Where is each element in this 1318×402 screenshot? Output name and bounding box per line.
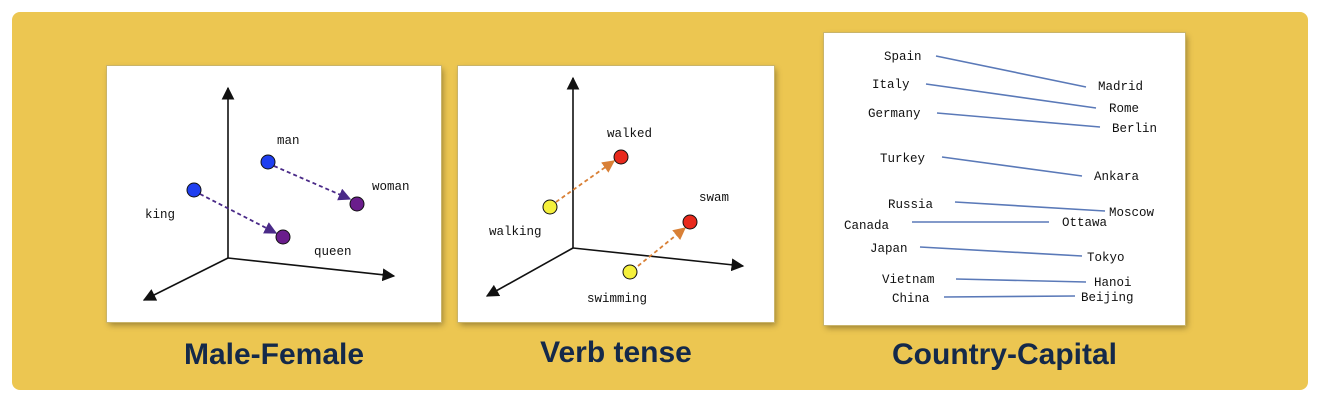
label-swam: swam — [699, 191, 729, 205]
link-china-beijing — [943, 295, 1076, 298]
link-spain-madrid — [935, 55, 1087, 88]
label-tokyo: Tokyo — [1087, 251, 1125, 265]
pair-russia-moscow: Russia Moscow — [888, 198, 1155, 220]
verb-tense-panel: walked walking swam swimming — [458, 66, 774, 322]
label-walked: walked — [607, 127, 652, 141]
man-to-woman-arrow — [273, 165, 352, 201]
x-axis — [572, 247, 745, 272]
point-woman — [349, 196, 365, 212]
x-axis — [227, 257, 396, 282]
label-italy: Italy — [872, 78, 910, 92]
label-ankara: Ankara — [1094, 170, 1140, 184]
y-axis — [142, 257, 229, 301]
label-swimming: swimming — [587, 292, 647, 306]
label-berlin: Berlin — [1112, 122, 1157, 136]
link-russia-moscow — [954, 201, 1106, 212]
label-walking: walking — [489, 225, 542, 239]
label-beijing: Beijing — [1081, 291, 1134, 305]
walking-to-walked-arrow — [555, 160, 616, 203]
pair-spain-madrid: Spain Madrid — [884, 50, 1143, 94]
male-female-diagram: man woman king queen — [142, 86, 410, 301]
label-king: king — [145, 208, 175, 222]
label-turkey: Turkey — [880, 152, 926, 166]
pair-germany-berlin: Germany Berlin — [868, 107, 1157, 136]
point-queen — [275, 229, 291, 245]
label-china: China — [892, 292, 930, 306]
pair-china-beijing: China Beijing — [892, 291, 1134, 306]
label-canada: Canada — [844, 219, 890, 233]
link-italy-rome — [925, 83, 1097, 109]
label-moscow: Moscow — [1109, 206, 1155, 220]
point-walked — [613, 149, 629, 165]
caption-male-female: Male-Female — [183, 338, 365, 371]
label-woman: woman — [372, 180, 410, 194]
pair-canada-ottawa: Canada Ottawa — [844, 216, 1108, 233]
pair-turkey-ankara: Turkey Ankara — [880, 152, 1140, 184]
point-swimming — [622, 264, 638, 280]
link-japan-tokyo — [919, 246, 1083, 257]
pair-vietnam-hanoi: Vietnam Hanoi — [882, 273, 1132, 290]
label-germany: Germany — [868, 107, 921, 121]
caption-country-capital: Country-Capital — [892, 338, 1117, 371]
point-swam — [682, 214, 698, 230]
label-japan: Japan — [870, 242, 908, 256]
y-axis — [485, 247, 574, 297]
label-rome: Rome — [1109, 102, 1139, 116]
label-vietnam: Vietnam — [882, 273, 935, 287]
male-female-panel: man woman king queen — [107, 66, 441, 322]
point-king — [186, 182, 202, 198]
link-germany-berlin — [936, 112, 1101, 128]
swimming-to-swam-arrow — [637, 227, 686, 267]
caption-verb-tense: Verb tense — [540, 336, 692, 369]
pair-japan-tokyo: Japan Tokyo — [870, 242, 1125, 265]
label-man: man — [277, 134, 300, 148]
point-man — [260, 154, 276, 170]
point-walking — [542, 199, 558, 215]
country-capital-panel: Spain Madrid Italy Rome Germany Berlin T… — [824, 33, 1185, 325]
label-ottawa: Ottawa — [1062, 216, 1108, 230]
link-vietnam-hanoi — [955, 278, 1087, 283]
verb-tense-diagram: walked walking swam swimming — [485, 76, 745, 306]
link-turkey-ankara — [941, 156, 1083, 177]
label-spain: Spain — [884, 50, 922, 64]
label-madrid: Madrid — [1098, 80, 1143, 94]
label-queen: queen — [314, 245, 352, 259]
country-capital-diagram: Spain Madrid Italy Rome Germany Berlin T… — [844, 50, 1157, 306]
king-to-queen-arrow — [199, 193, 278, 234]
label-hanoi: Hanoi — [1094, 276, 1132, 290]
pair-italy-rome: Italy Rome — [872, 78, 1139, 116]
label-russia: Russia — [888, 198, 934, 212]
